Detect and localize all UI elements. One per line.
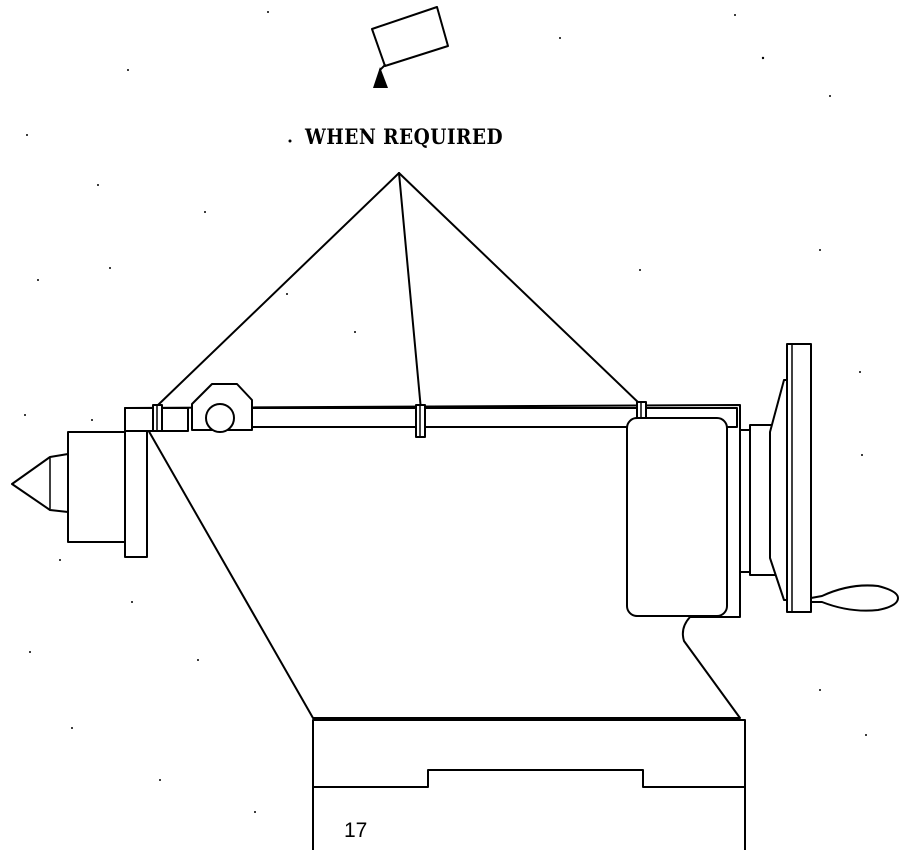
tailstock-body — [124, 404, 741, 719]
machine-base — [312, 719, 746, 850]
quill — [11, 431, 126, 543]
flag-icon — [371, 6, 449, 88]
top-slot — [124, 407, 738, 432]
page-number: 17 — [344, 819, 367, 842]
handwheel-assembly — [739, 343, 812, 613]
sling-hooks — [152, 401, 647, 438]
crank-handle — [810, 584, 899, 612]
end-housing — [626, 417, 728, 617]
lifting-lug — [191, 383, 253, 433]
lifting-slings — [157, 172, 642, 411]
when-required-label: WHEN REQUIRED — [304, 124, 503, 149]
